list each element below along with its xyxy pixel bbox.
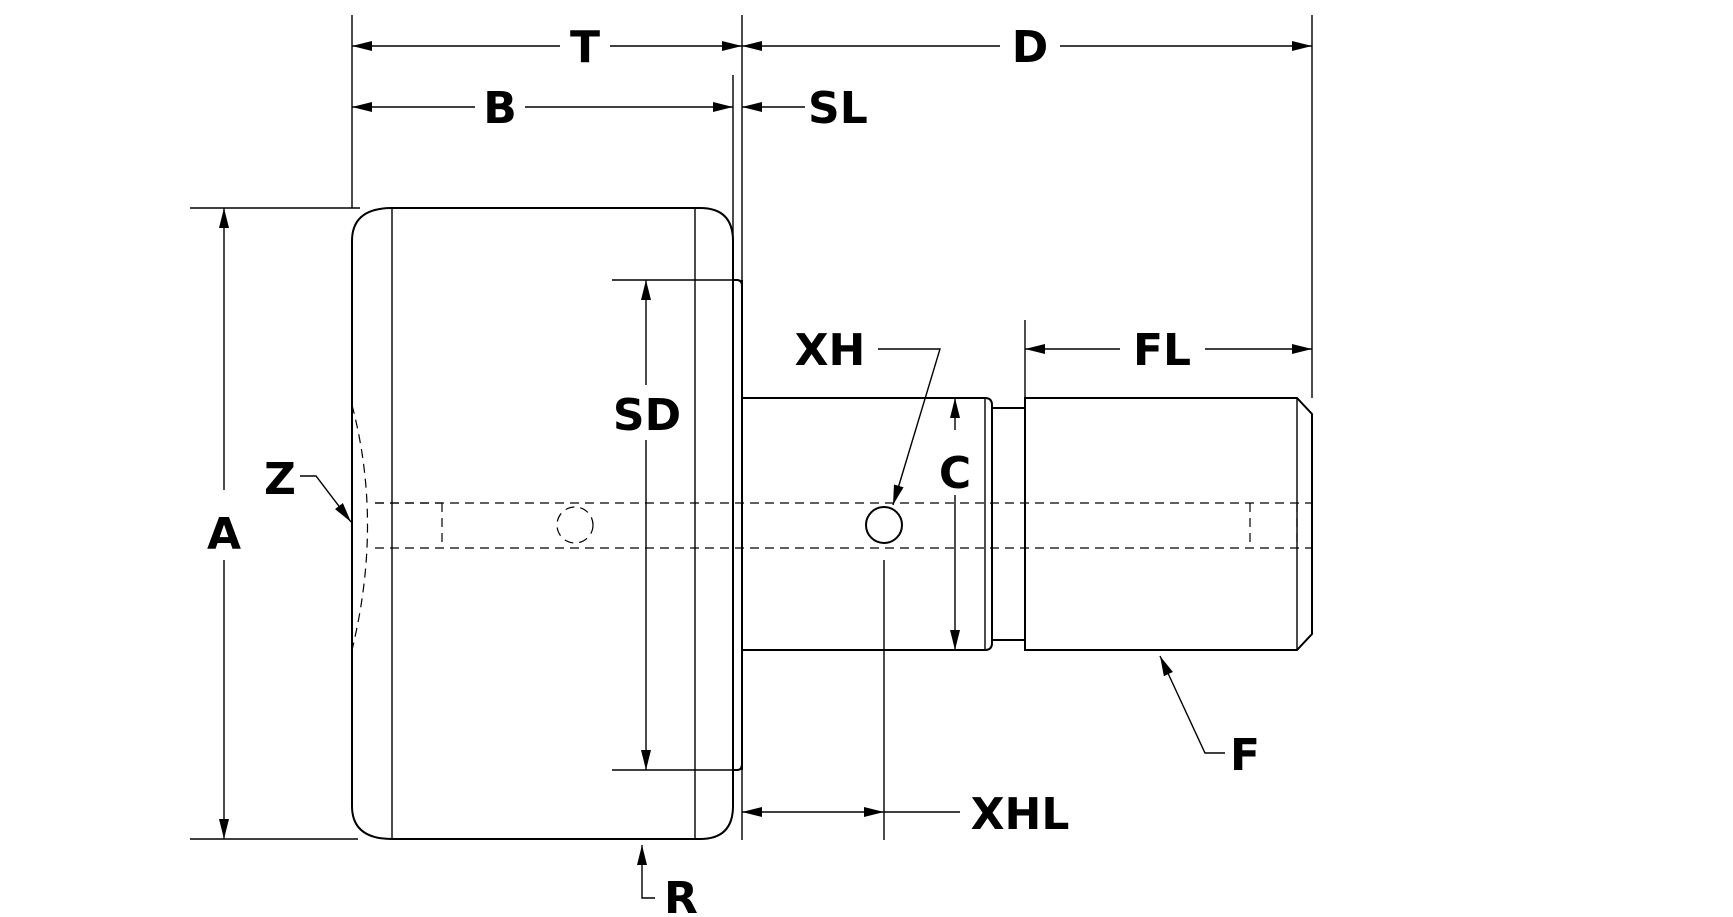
label-c: C	[939, 448, 971, 499]
dimension-lines	[219, 41, 1312, 839]
cross-hole-xh	[865, 506, 903, 544]
label-f: F	[1230, 730, 1260, 781]
roller-body	[351, 207, 734, 840]
label-fl: FL	[1133, 325, 1191, 376]
hidden-cross-hole	[556, 506, 594, 544]
leaders	[300, 348, 1225, 899]
label-r: R	[664, 873, 698, 917]
dimension-labels: T D B SL FL XH SD C Z A F XHL R	[207, 22, 1260, 917]
label-d: D	[1012, 22, 1049, 73]
undercut-groove	[992, 407, 1026, 641]
label-sd: SD	[613, 390, 681, 441]
label-a: A	[207, 509, 241, 560]
leader-z	[300, 475, 352, 523]
roller-face-hidden-curve	[351, 404, 369, 651]
label-xh: XH	[795, 325, 866, 376]
label-t: T	[570, 22, 600, 73]
leader-f	[1159, 655, 1225, 754]
label-sl: SL	[808, 83, 868, 134]
stud-body	[742, 397, 993, 651]
label-b: B	[483, 83, 517, 134]
shoulder-flange	[733, 279, 743, 771]
label-xhl: XHL	[971, 789, 1070, 840]
label-z: Z	[264, 454, 296, 505]
leader-r	[637, 845, 655, 899]
extension-lines	[190, 15, 1313, 840]
part-outline	[351, 207, 1313, 840]
threaded-section	[1024, 397, 1313, 651]
leader-xh	[878, 348, 941, 506]
